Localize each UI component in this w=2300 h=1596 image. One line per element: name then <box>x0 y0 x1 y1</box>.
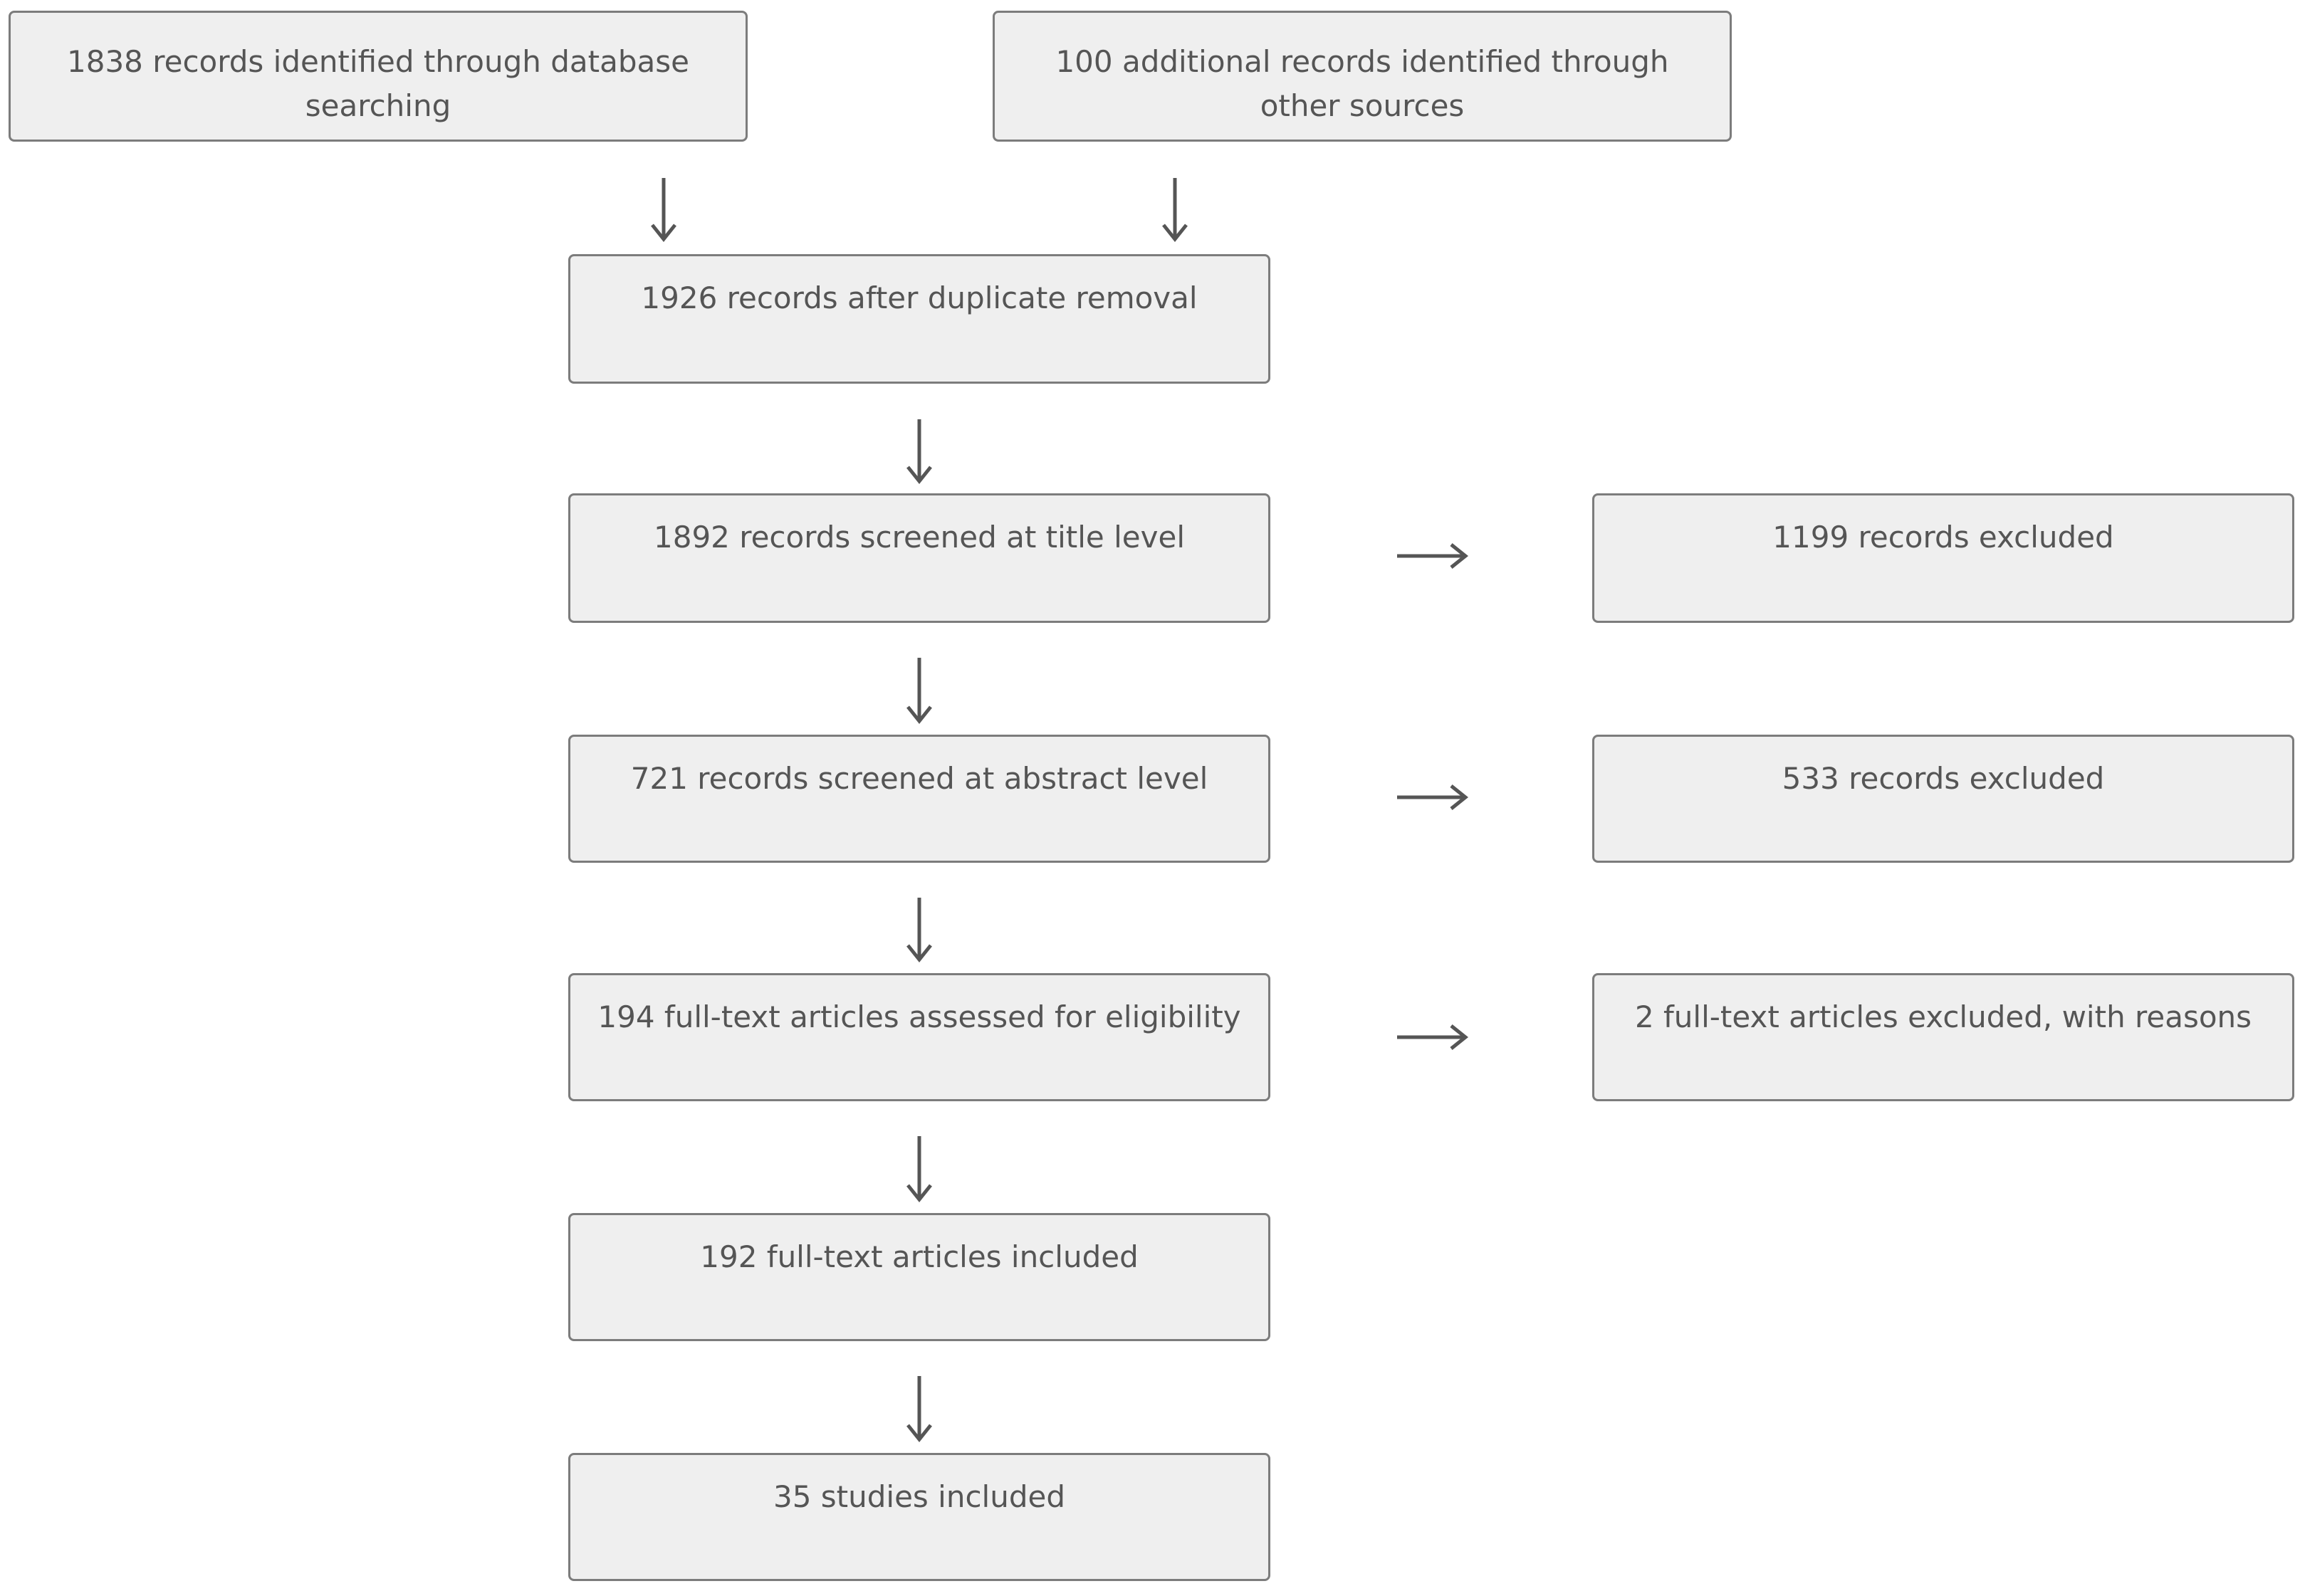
title-excluded-box: 1199 records excluded <box>1592 493 2294 623</box>
arrow-title-to-abstract <box>906 658 932 725</box>
arrow-abstract-to-fulltext <box>906 898 932 963</box>
arrow-duplicates-to-title <box>906 419 932 485</box>
arrow-fulltext-to-included <box>906 1136 932 1203</box>
fulltext-excluded-box: 2 full-text articles excluded, with reas… <box>1592 973 2294 1101</box>
studies-included-box: 35 studies included <box>568 1453 1270 1581</box>
db-search-box: 1838 records identified through database… <box>9 11 748 142</box>
fulltext-included-label: 192 full-text articles included <box>700 1239 1139 1274</box>
fulltext-excluded-label: 2 full-text articles excluded, with reas… <box>1634 999 2252 1034</box>
arrow-other-to-duplicates <box>1162 178 1188 243</box>
fulltext-assessed-box: 194 full-text articles assessed for elig… <box>568 973 1270 1101</box>
arrow-abstract-to-excluded <box>1397 784 1469 810</box>
abstract-excluded-label: 533 records excluded <box>1782 761 2105 796</box>
abstract-screen-label: 721 records screened at abstract level <box>630 761 1208 796</box>
fulltext-included-box: 192 full-text articles included <box>568 1213 1270 1341</box>
arrow-title-to-excluded <box>1397 543 1469 569</box>
after-duplicates-label: 1926 records after duplicate removal <box>641 280 1198 315</box>
after-duplicates-box: 1926 records after duplicate removal <box>568 254 1270 384</box>
other-sources-box: 100 additional records identified throug… <box>993 11 1732 142</box>
abstract-excluded-box: 533 records excluded <box>1592 735 2294 863</box>
title-screen-label: 1892 records screened at title level <box>654 520 1185 555</box>
arrow-included-to-studies <box>906 1376 932 1443</box>
db-search-label: 1838 records identified through database… <box>67 44 689 123</box>
other-sources-label: 100 additional records identified throug… <box>1055 44 1669 123</box>
studies-included-label: 35 studies included <box>773 1479 1065 1514</box>
abstract-screen-box: 721 records screened at abstract level <box>568 735 1270 863</box>
title-screen-box: 1892 records screened at title level <box>568 493 1270 623</box>
title-excluded-label: 1199 records excluded <box>1772 520 2114 555</box>
arrow-db-to-duplicates <box>651 178 676 243</box>
fulltext-assessed-label: 194 full-text articles assessed for elig… <box>597 999 1241 1034</box>
arrow-fulltext-to-excluded <box>1397 1024 1469 1050</box>
